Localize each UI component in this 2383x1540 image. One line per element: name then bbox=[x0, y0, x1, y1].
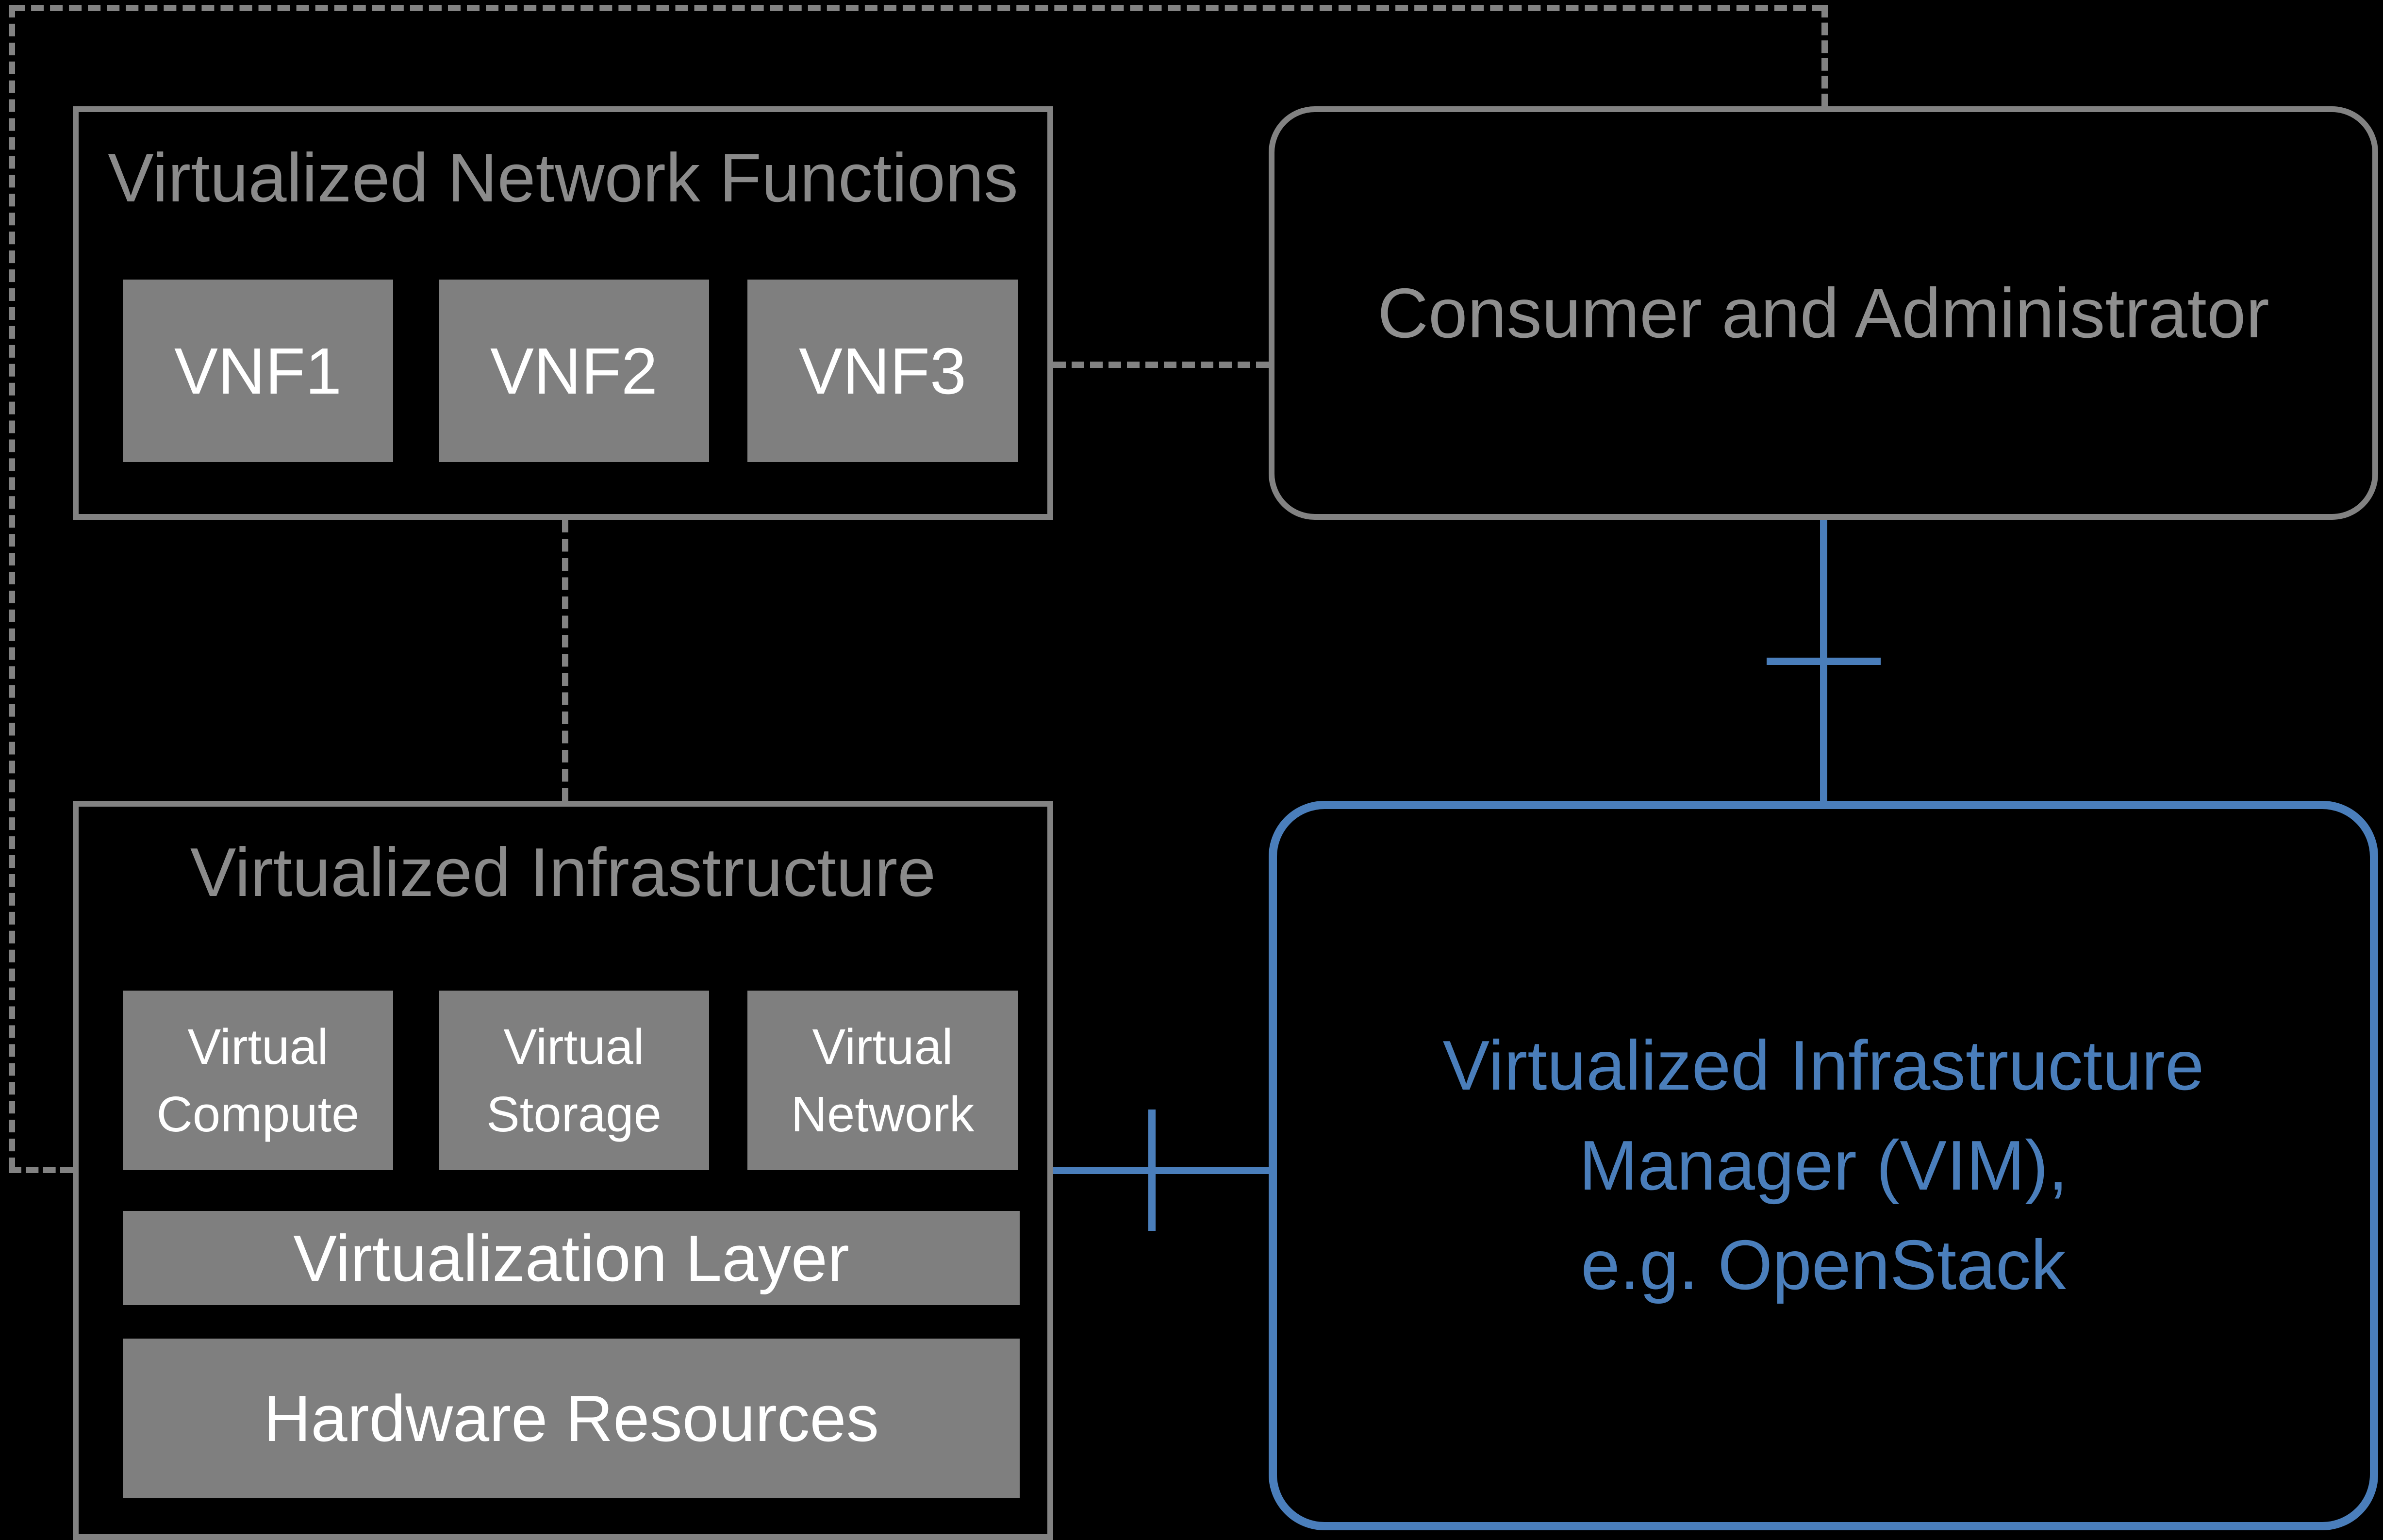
vnf2-box: VNF2 bbox=[439, 280, 709, 462]
vnf1-label: VNF1 bbox=[174, 334, 342, 408]
virtual-network-box: Virtual Network bbox=[747, 991, 1018, 1170]
vnf3-box: VNF3 bbox=[747, 280, 1018, 462]
vim-label-line3: e.g. OpenStack bbox=[1581, 1225, 2066, 1305]
virtual-network-label: Virtual Network bbox=[791, 1018, 975, 1142]
vim-label-line1: Virtualized Infrastructure bbox=[1442, 1026, 2204, 1105]
dashed-connector-left bbox=[9, 5, 15, 1170]
dashed-connector-bottom-left bbox=[9, 1167, 73, 1173]
vim-box: Virtualized Infrastructure Manager (VIM)… bbox=[1269, 801, 2378, 1530]
vi-panel: Virtualized Infrastructure Virtual Compu… bbox=[73, 801, 1053, 1540]
virtual-compute-box: Virtual Compute bbox=[123, 991, 393, 1170]
vnf2-label: VNF2 bbox=[490, 334, 658, 408]
dashed-connector-top bbox=[12, 5, 1825, 11]
virtualization-layer-label: Virtualization Layer bbox=[293, 1221, 849, 1295]
consumer-administrator-label: Consumer and Administrator bbox=[1377, 273, 2269, 352]
virtualization-layer-bar: Virtualization Layer bbox=[123, 1211, 1020, 1305]
virtual-storage-box: Virtual Storage bbox=[439, 991, 709, 1170]
vnf3-label: VNF3 bbox=[798, 334, 967, 408]
vi-panel-title: Virtualized Infrastructure bbox=[190, 834, 936, 911]
vnf-panel: Virtualized Network Functions VNF1 VNF2 … bbox=[73, 106, 1053, 520]
connector-tick-horizontal bbox=[1767, 658, 1881, 665]
virtual-compute-label: Virtual Compute bbox=[156, 1018, 360, 1142]
connector-tick-vertical bbox=[1148, 1109, 1156, 1231]
blue-connector-vi-vim bbox=[1053, 1167, 1269, 1174]
vnf1-box: VNF1 bbox=[123, 280, 393, 462]
virtual-storage-label: Virtual Storage bbox=[486, 1018, 662, 1142]
consumer-administrator-box: Consumer and Administrator bbox=[1269, 106, 2378, 520]
vnf-panel-title: Virtualized Network Functions bbox=[108, 139, 1018, 216]
dashed-connector-vnf-consumer bbox=[1053, 362, 1269, 368]
vim-label-line2: Manager (VIM), bbox=[1579, 1126, 2068, 1205]
hardware-resources-label: Hardware Resources bbox=[264, 1382, 879, 1455]
hardware-resources-bar: Hardware Resources bbox=[123, 1339, 1020, 1498]
dashed-connector-vnf-vi bbox=[562, 520, 568, 801]
dashed-connector-top-right bbox=[1821, 5, 1828, 106]
